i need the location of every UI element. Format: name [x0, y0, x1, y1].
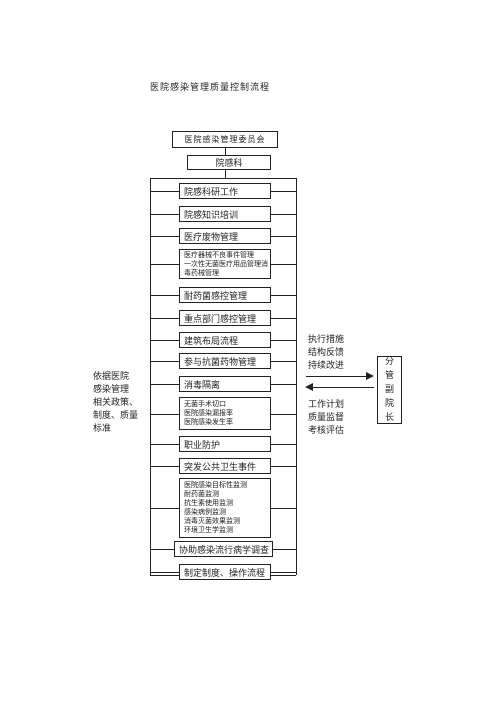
connector [150, 466, 179, 467]
connector [271, 466, 296, 467]
connector [225, 148, 226, 156]
page-title: 医院感染管理质量控制流程 [149, 83, 270, 93]
connector [150, 318, 179, 319]
connector [271, 413, 296, 415]
connector [150, 549, 174, 550]
connector [273, 549, 296, 550]
connector [271, 295, 296, 296]
dept-box: 院感科 [187, 155, 271, 170]
left-policy-text: 依据医院 感染管理 相关政策、 制度、质量 标准 [93, 372, 139, 434]
arrow-left-head [305, 383, 313, 391]
process-step-line: 消毒灭菌效果监测 [184, 517, 240, 525]
process-step-box: 突发公共卫生事件 [179, 458, 271, 474]
process-step-box: 医疗废物管理 [179, 228, 271, 244]
process-step-line: 一次性无菌医疗用品管理消 [184, 259, 268, 268]
arrow-left-line [312, 387, 374, 388]
connector [271, 236, 296, 237]
process-step-line: 无菌手术切口 [184, 400, 226, 408]
connector [271, 508, 296, 509]
process-step-box: 消毒隔离 [179, 376, 271, 392]
process-step-box: 院感知识培训 [179, 206, 271, 222]
process-step-line: 医院感染漏报率 [184, 409, 233, 417]
connector [271, 214, 296, 215]
process-step-box: 建筑布局流程 [179, 332, 271, 348]
process-step-line: 抗生素使用监测 [184, 499, 233, 507]
process-step-line: 感染病例监测 [184, 508, 226, 516]
connector [150, 508, 179, 509]
connector [271, 444, 296, 445]
connector [271, 384, 296, 385]
process-step-box: 参与抗菌药物管理 [179, 353, 271, 369]
process-step-line: 环境卫生学监测 [184, 526, 233, 534]
connector [225, 170, 226, 178]
process-step-box: 无菌手术切口医院感染漏报率医院感染发生率 [179, 397, 271, 430]
right-trunk [296, 178, 297, 575]
connector [150, 191, 179, 192]
arrow-right-head [366, 372, 374, 380]
committee-box: 医院感染管理委员会 [172, 131, 278, 148]
connector [150, 361, 179, 362]
process-step-line: 医院感染发生率 [184, 418, 233, 426]
process-step-box: 制定制度、操作流程 [179, 564, 271, 580]
connector [271, 340, 296, 341]
process-step-line: 耐药菌监测 [184, 490, 219, 498]
supervision-text: 工作计划 质量监督 考核评估 [308, 400, 345, 436]
connector [150, 340, 179, 341]
connector [150, 384, 179, 385]
connector [271, 264, 296, 265]
connector [150, 413, 179, 415]
process-step-box: 职业防护 [179, 436, 271, 452]
process-step-box: 医疗器械不良事件管理一次性无菌医疗用品管理消毒药械管理 [179, 249, 271, 279]
process-step-box: 协助感染流行病学调查 [174, 541, 273, 557]
connector [150, 214, 179, 215]
connector [271, 191, 296, 192]
feedback-text: 执行措施 结构反馈 持续改进 [308, 335, 345, 371]
arrow-right-line [306, 376, 368, 377]
connector [150, 236, 179, 237]
process-step-line: 毒药械管理 [184, 268, 219, 277]
connector [271, 572, 296, 573]
process-step-line: 医疗器械不良事件管理 [184, 250, 254, 259]
process-step-box: 医院感染目标性监测耐药菌监测抗生素使用监测感染病例监测消毒灭菌效果监测环境卫生学… [179, 478, 271, 538]
connector [150, 295, 179, 296]
top-bar [150, 178, 296, 179]
connector [150, 572, 179, 573]
process-step-box: 重点部门感控管理 [179, 310, 271, 326]
left-trunk [150, 178, 151, 575]
process-step-box: 院感科研工作 [179, 183, 271, 199]
connector [271, 318, 296, 319]
vice-president-box: 分 管 副 院 长 [377, 356, 402, 424]
connector [150, 264, 179, 265]
process-step-box: 耐药菌感控管理 [179, 287, 271, 303]
connector [150, 444, 179, 445]
process-step-line: 医院感染目标性监测 [184, 481, 247, 489]
connector [271, 361, 296, 362]
